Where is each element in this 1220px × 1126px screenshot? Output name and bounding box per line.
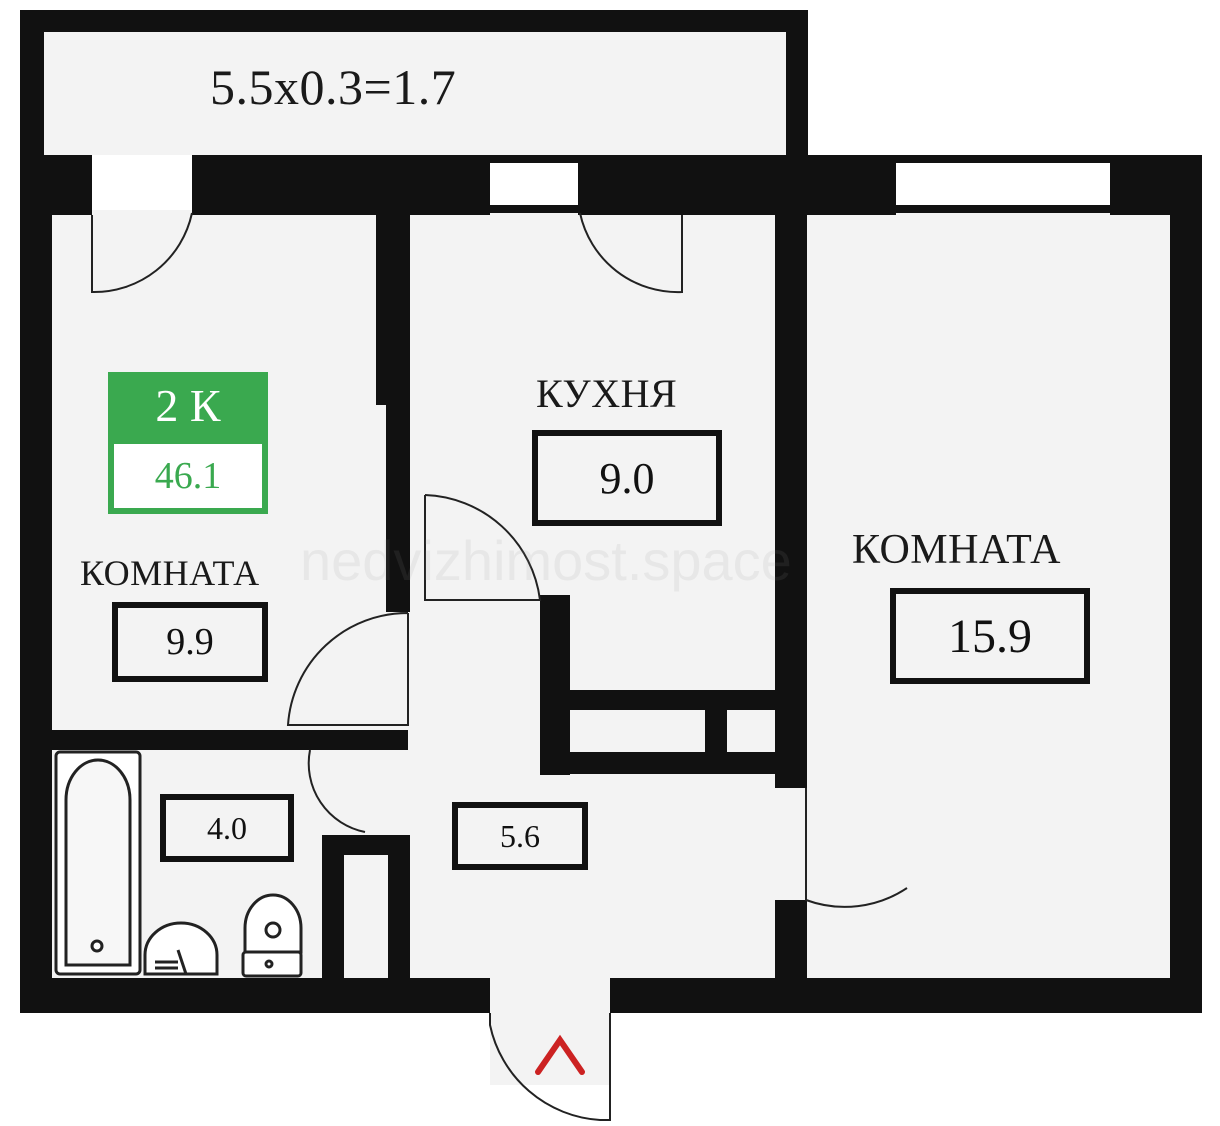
toilet-icon <box>241 893 303 978</box>
doors <box>91 212 908 1121</box>
kitchen-area: 9.0 <box>532 430 722 526</box>
walls <box>20 10 1202 1013</box>
entrance-arrow-icon <box>535 1034 585 1075</box>
room-right-name: КОМНАТА <box>852 527 1062 573</box>
rooms-count-badge: 2 К <box>108 372 268 438</box>
room-left-name: КОМНАТА <box>80 553 260 593</box>
balcony-label: 5.5x0.3=1.7 <box>210 59 457 115</box>
room-right-area: 15.9 <box>890 588 1090 684</box>
hallway-area: 5.6 <box>452 802 588 870</box>
bathroom-area: 4.0 <box>160 794 294 862</box>
bathtub-icon <box>54 750 142 976</box>
total-area-badge: 46.1 <box>108 438 268 514</box>
watermark: nedvizhimost.space <box>300 529 792 592</box>
kitchen-name: КУХНЯ <box>536 371 678 416</box>
sink-icon <box>143 921 219 976</box>
room-left-area: 9.9 <box>112 602 268 682</box>
